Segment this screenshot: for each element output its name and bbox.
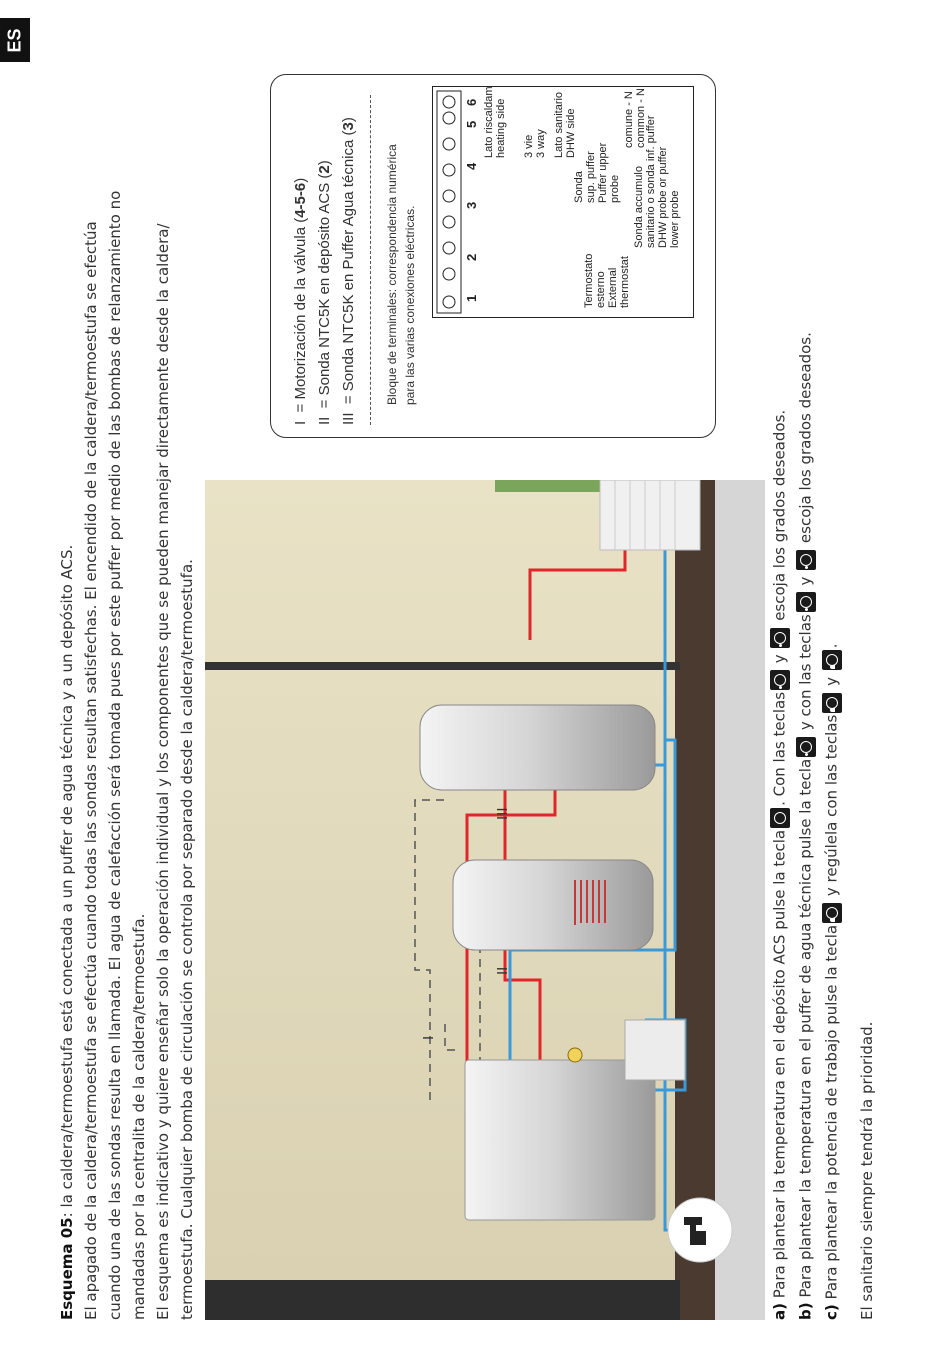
terminal-number-1: 1 bbox=[464, 295, 479, 302]
intro-line-1: Esquema 05: la caldera/termoestufa está … bbox=[58, 544, 76, 1320]
terminal-number-4: 4 bbox=[464, 162, 479, 170]
up-key-icon bbox=[770, 669, 790, 690]
label-II: II bbox=[494, 967, 511, 975]
boiler bbox=[464, 1059, 656, 1221]
valve-label-1: 3 vie bbox=[523, 135, 535, 158]
instruction-b: b) Para plantear la temperatura en el pu… bbox=[796, 332, 816, 1320]
three-way-valve bbox=[567, 1047, 583, 1063]
heating-schema-diagram: I II III bbox=[205, 480, 765, 1320]
separator-wall bbox=[205, 662, 680, 670]
down-key-icon bbox=[796, 549, 816, 570]
legend-note-2: para las varias conexiones eléctricas. bbox=[403, 205, 417, 405]
tank-coil bbox=[574, 880, 606, 925]
instruction-c: c) Para plantear la potencia de trabajo … bbox=[822, 643, 842, 1320]
dhw-probe-label-1: Sonda accumulo bbox=[633, 166, 645, 248]
terminal-strip bbox=[436, 90, 462, 314]
puffer-probe-label-1: Sonda bbox=[573, 170, 585, 203]
faucet-icon-shape bbox=[684, 1217, 706, 1245]
intro-line-3: cuando una de las sondas resulta en llam… bbox=[106, 190, 124, 1320]
intro-line-6: termoestufa. Cualquier bomba de circulac… bbox=[178, 559, 196, 1320]
ground bbox=[715, 480, 765, 1320]
language-tab: ES bbox=[0, 18, 30, 62]
dhw-probe-label-4: lower probe bbox=[669, 191, 681, 248]
puffer-key-icon bbox=[796, 736, 816, 757]
thermostat-label-2: esterno bbox=[595, 271, 607, 308]
terminal-numbers: 1 2 3 4 5 6 bbox=[464, 99, 479, 302]
puffer-probe-label-2: sup. puffer bbox=[585, 151, 597, 203]
dhw-probe-label-3: DHW probe or puffer bbox=[657, 146, 669, 248]
dhw-side-label-1: Lato sanitario bbox=[553, 92, 565, 158]
thermostat-label-3: External bbox=[607, 268, 619, 308]
terminal-number-6: 6 bbox=[464, 99, 479, 106]
dhw-key-icon bbox=[770, 807, 790, 828]
puffer-probe-label-4: probe bbox=[609, 175, 621, 203]
heating-side-label-2: heating side bbox=[495, 99, 507, 158]
terminal-number-3: 3 bbox=[464, 202, 479, 209]
label-I: I bbox=[420, 1036, 437, 1040]
dhw-side-label-2: DHW side bbox=[565, 108, 577, 158]
legend-divider bbox=[370, 95, 371, 425]
common-label-1: comune - N bbox=[623, 91, 635, 148]
legend-item-3: III = Sonda NTC5K en Puffer Agua técnica… bbox=[340, 117, 357, 425]
faucet-icon bbox=[667, 1197, 733, 1263]
puffer-probe-label-3: Puffer upper bbox=[597, 142, 609, 203]
valve-label-2: 3 way bbox=[535, 129, 547, 158]
thermostat-label-4: thermostat bbox=[619, 256, 631, 308]
terminal-number-2: 2 bbox=[464, 254, 479, 261]
floor bbox=[675, 480, 715, 1320]
boiler-unit bbox=[624, 1019, 686, 1081]
intro-line-2: El apagado de la caldera/termoestufa se … bbox=[82, 221, 100, 1320]
terminal-number-5: 5 bbox=[464, 121, 479, 128]
legend-item-1: I = Motorización de la válvula (4-5-6) bbox=[292, 177, 309, 425]
thermostat-label-1: Termostato bbox=[583, 254, 595, 308]
schema-title: Esquema 05 bbox=[58, 1217, 76, 1320]
flame-up-key-icon bbox=[822, 692, 842, 713]
dhw-probe-label-2: sanitario o sonda inf. puffer bbox=[645, 115, 657, 248]
intro-line-4: mandadas por la centralita de la caldera… bbox=[130, 913, 148, 1320]
terminal-block-diagram: 1 2 3 4 5 6 Termostato esterno External therm… bbox=[432, 86, 694, 318]
intro-line-5: El esquema es indicativo y quiere enseña… bbox=[154, 223, 172, 1320]
down-key-icon bbox=[770, 627, 790, 648]
radiator bbox=[599, 480, 701, 551]
up-key-icon bbox=[796, 592, 816, 613]
legend-item-2: II = Sonda NTC5K en depósito ACS (2) bbox=[316, 160, 333, 425]
heating-side-label-1: Lato riscaldam. bbox=[483, 86, 495, 158]
power-key-icon bbox=[822, 902, 842, 923]
instruction-a: a) Para plantear la temperatura en el de… bbox=[770, 409, 790, 1320]
footer-note: El sanitario siempre tendrá la prioridad… bbox=[858, 1021, 876, 1320]
dhw-tank bbox=[452, 859, 654, 951]
dark-left-wall bbox=[205, 1280, 680, 1320]
label-III: III bbox=[494, 807, 511, 820]
common-label-2: common - N bbox=[635, 88, 647, 148]
flame-down-key-icon bbox=[822, 650, 842, 671]
puffer-tank bbox=[419, 704, 656, 791]
legend-note-1: Bloque de terminales: correspondencia nu… bbox=[385, 144, 399, 405]
